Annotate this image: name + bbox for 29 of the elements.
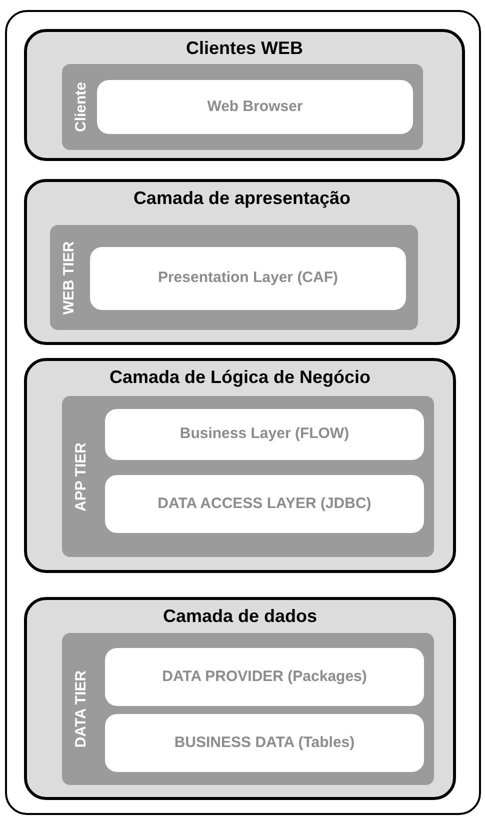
tier-band xyxy=(62,396,434,557)
tier-label: WEB TIER xyxy=(60,240,78,314)
component-label: BUSINESS DATA (Tables) xyxy=(174,734,355,752)
component-box xyxy=(105,409,424,460)
layer-title: Camada de dados xyxy=(162,606,318,627)
component-label: DATA ACCESS LAYER (JDBC) xyxy=(158,494,372,514)
tier-band xyxy=(62,64,423,150)
component-label: Web Browser xyxy=(207,98,303,116)
tier-label: APP TIER xyxy=(72,442,90,511)
tier-label: Cliente xyxy=(72,82,90,132)
layer-title: Camada de apresentação xyxy=(132,188,352,209)
layer-title: Clientes WEB xyxy=(184,38,304,59)
layer-panel xyxy=(24,29,465,161)
component-box xyxy=(105,648,424,706)
layer-panel xyxy=(24,179,460,345)
component-label: Business Layer (FLOW) xyxy=(180,425,350,444)
layer-panel xyxy=(24,597,456,800)
tier-band xyxy=(50,225,418,330)
component-label: Presentation Layer (CAF) xyxy=(158,269,338,288)
layer-title: Camada de Lógica de Negócio xyxy=(108,367,372,388)
layer-panel xyxy=(24,358,456,573)
component-box xyxy=(97,80,413,134)
component-box xyxy=(105,475,424,533)
component-box xyxy=(105,714,424,772)
component-box xyxy=(90,247,406,310)
outer-frame xyxy=(5,10,481,815)
component-label: DATA PROVIDER (Packages) xyxy=(162,668,367,686)
tier-band xyxy=(62,633,434,785)
tier-label: DATA TIER xyxy=(72,670,90,748)
